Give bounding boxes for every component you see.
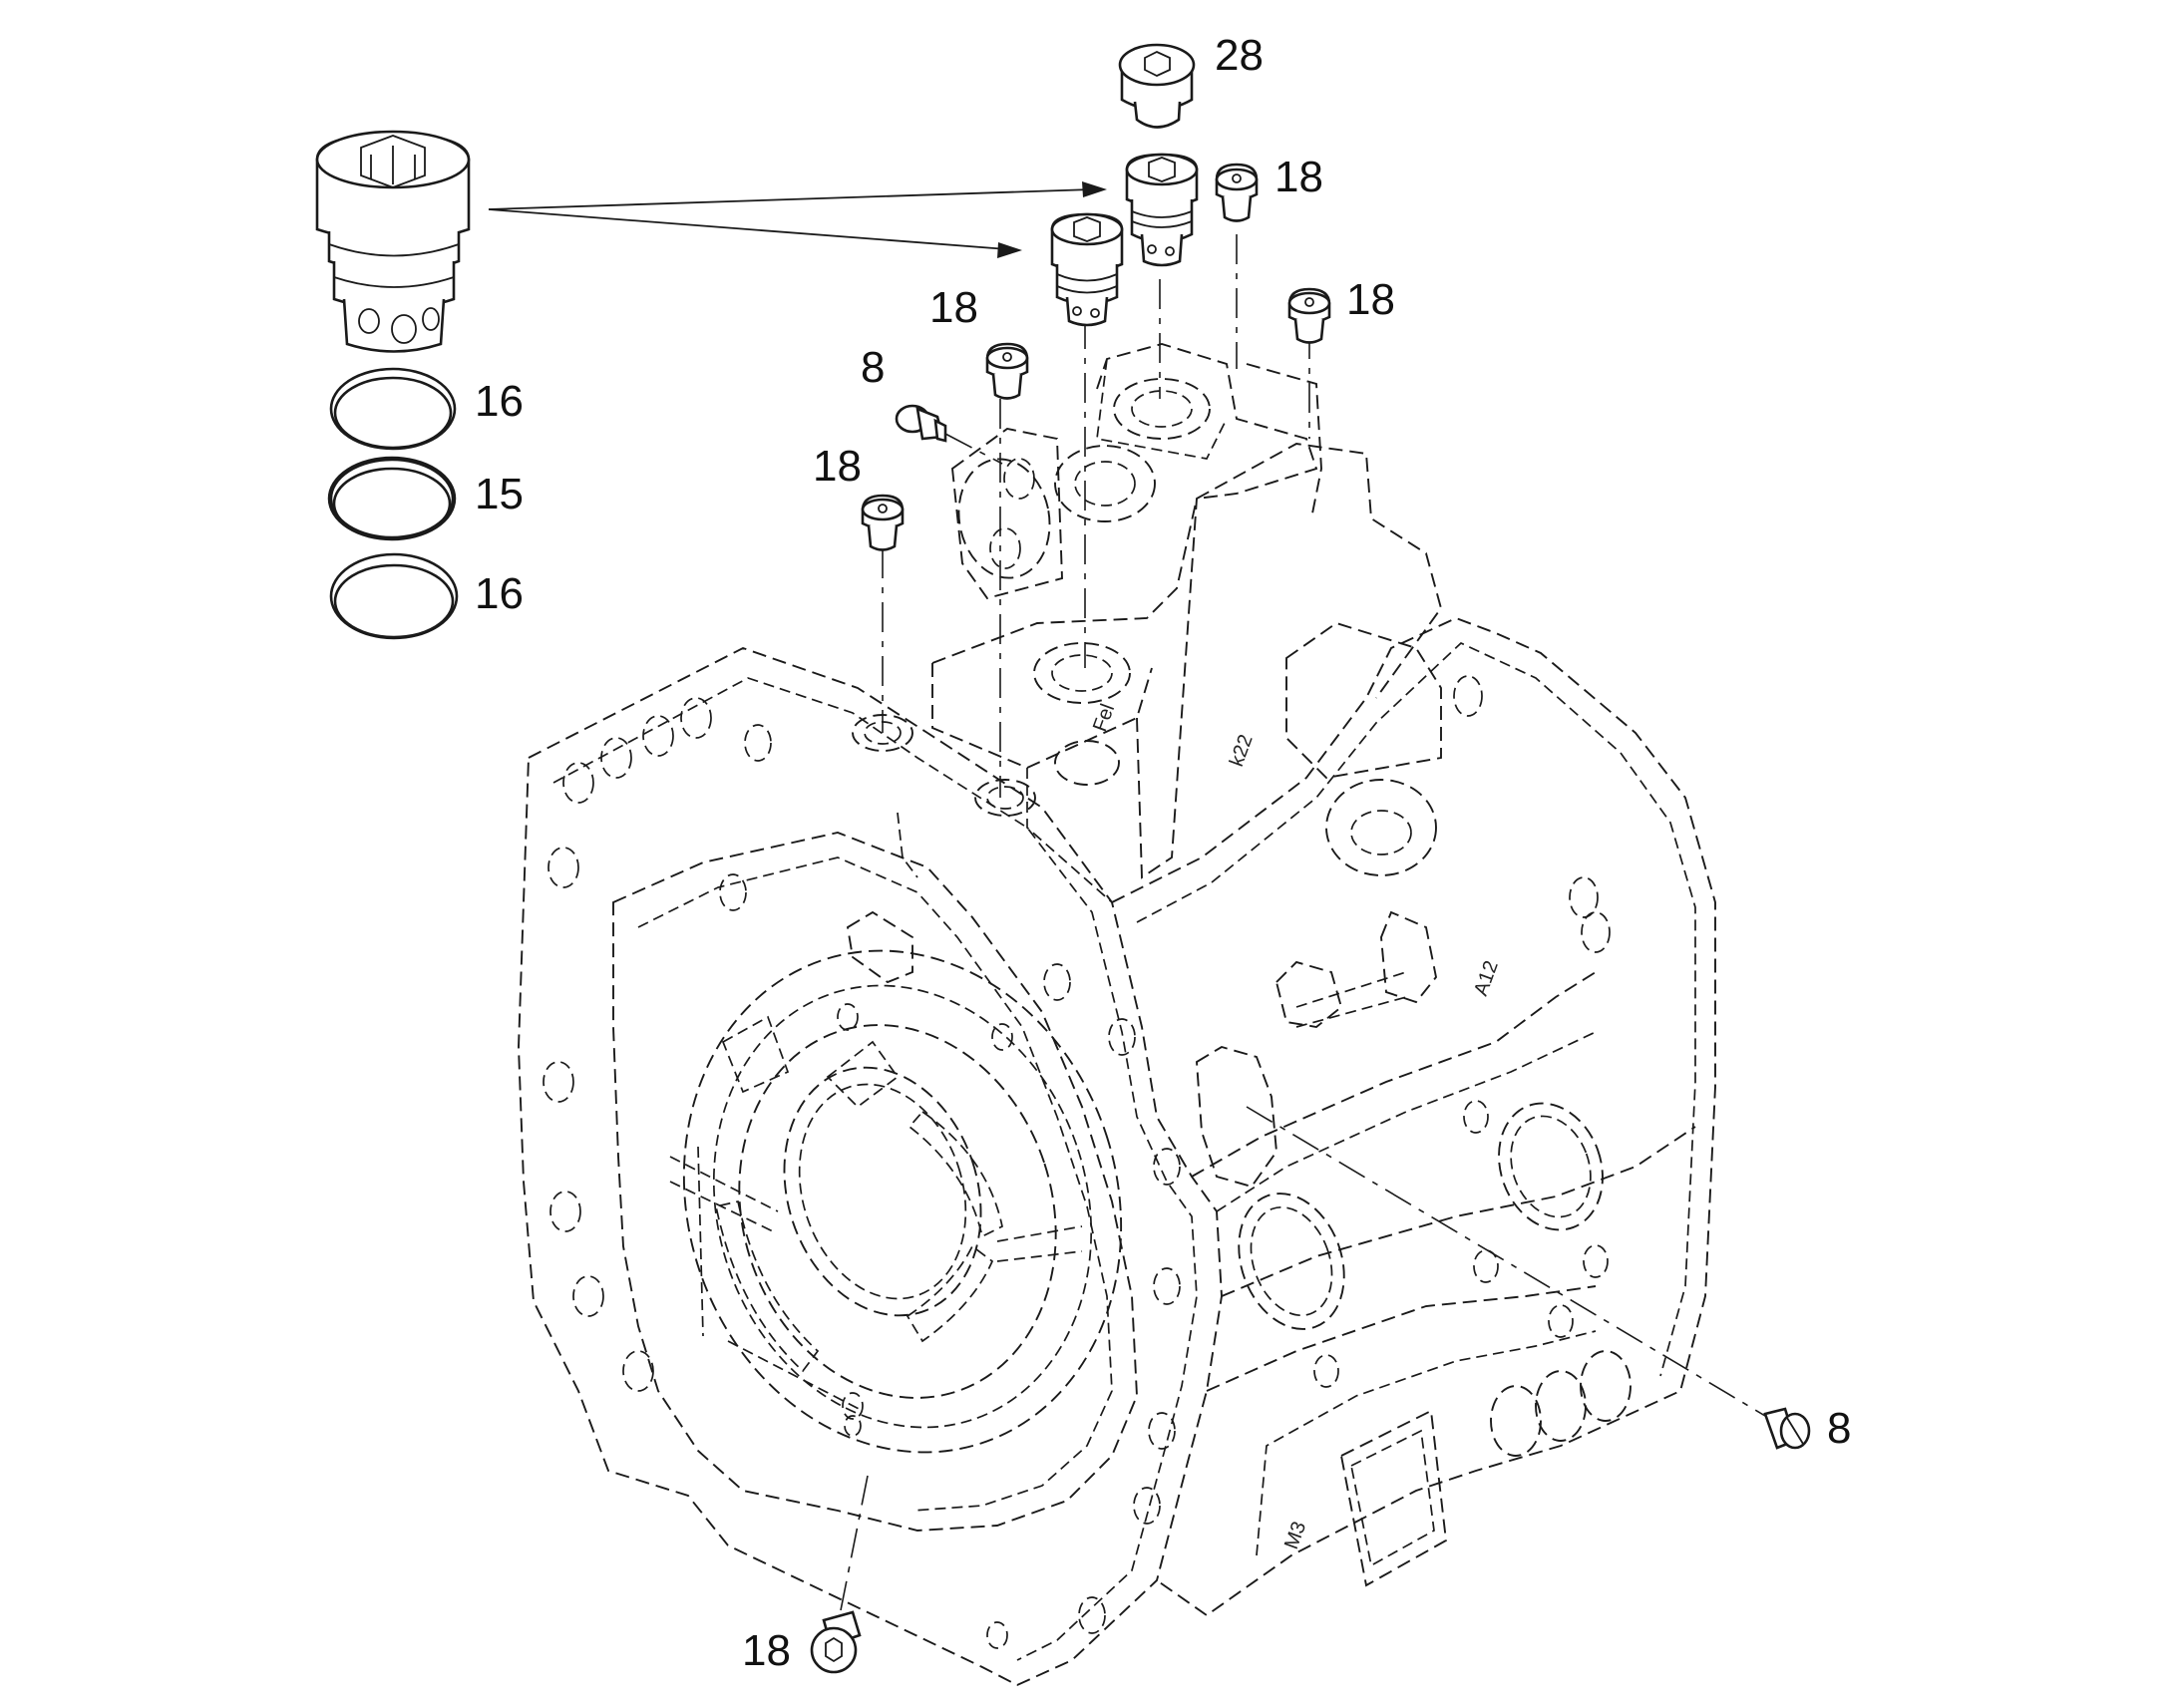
callout-18-left: 18 <box>813 442 862 491</box>
plug-18-upper <box>985 342 1029 400</box>
housing-outline <box>518 343 1716 1687</box>
callout-18-bottom: 18 <box>742 1626 791 1675</box>
callout-18-top-right: 18 <box>1274 153 1323 201</box>
stamp-port-side: k22 <box>1226 732 1258 770</box>
screw-8-right <box>1763 1407 1811 1450</box>
callout-18-right: 18 <box>1346 275 1395 324</box>
valve-cartridge-upper <box>1125 153 1199 267</box>
cover-plug-28 <box>1118 43 1196 129</box>
callout-28: 28 <box>1215 31 1264 80</box>
stamp-port-top: Fel <box>1089 701 1119 735</box>
callout-labels: 28 18 18 18 8 18 16 15 16 8 18 <box>475 31 1851 1675</box>
callout-8-right: 8 <box>1827 1404 1851 1453</box>
callout-15: 15 <box>475 470 524 518</box>
plug-18-top-right <box>1215 163 1259 222</box>
o-ring-16-top <box>329 367 457 451</box>
port-stamps: Fel k22 A12 M3 <box>1089 701 1503 1552</box>
plug-18-bottom <box>810 1610 862 1674</box>
plug-18-left <box>861 494 905 551</box>
o-ring-16-bottom <box>329 552 459 640</box>
screw-8-upper <box>895 404 947 443</box>
callout-16-top: 16 <box>475 377 524 426</box>
backup-ring-15 <box>327 456 457 541</box>
callout-8-upper: 8 <box>861 343 885 392</box>
flange-bolt-holes <box>543 697 1181 1649</box>
valve-cartridge-lower <box>1050 212 1124 327</box>
valve-cartridge-detail <box>315 130 471 353</box>
callout-16-bottom: 16 <box>475 569 524 618</box>
plug-18-right <box>1287 287 1331 344</box>
callout-18-upper: 18 <box>929 283 978 332</box>
stamp-port-front: A12 <box>1470 958 1503 999</box>
assembly-lines <box>488 181 1766 1611</box>
